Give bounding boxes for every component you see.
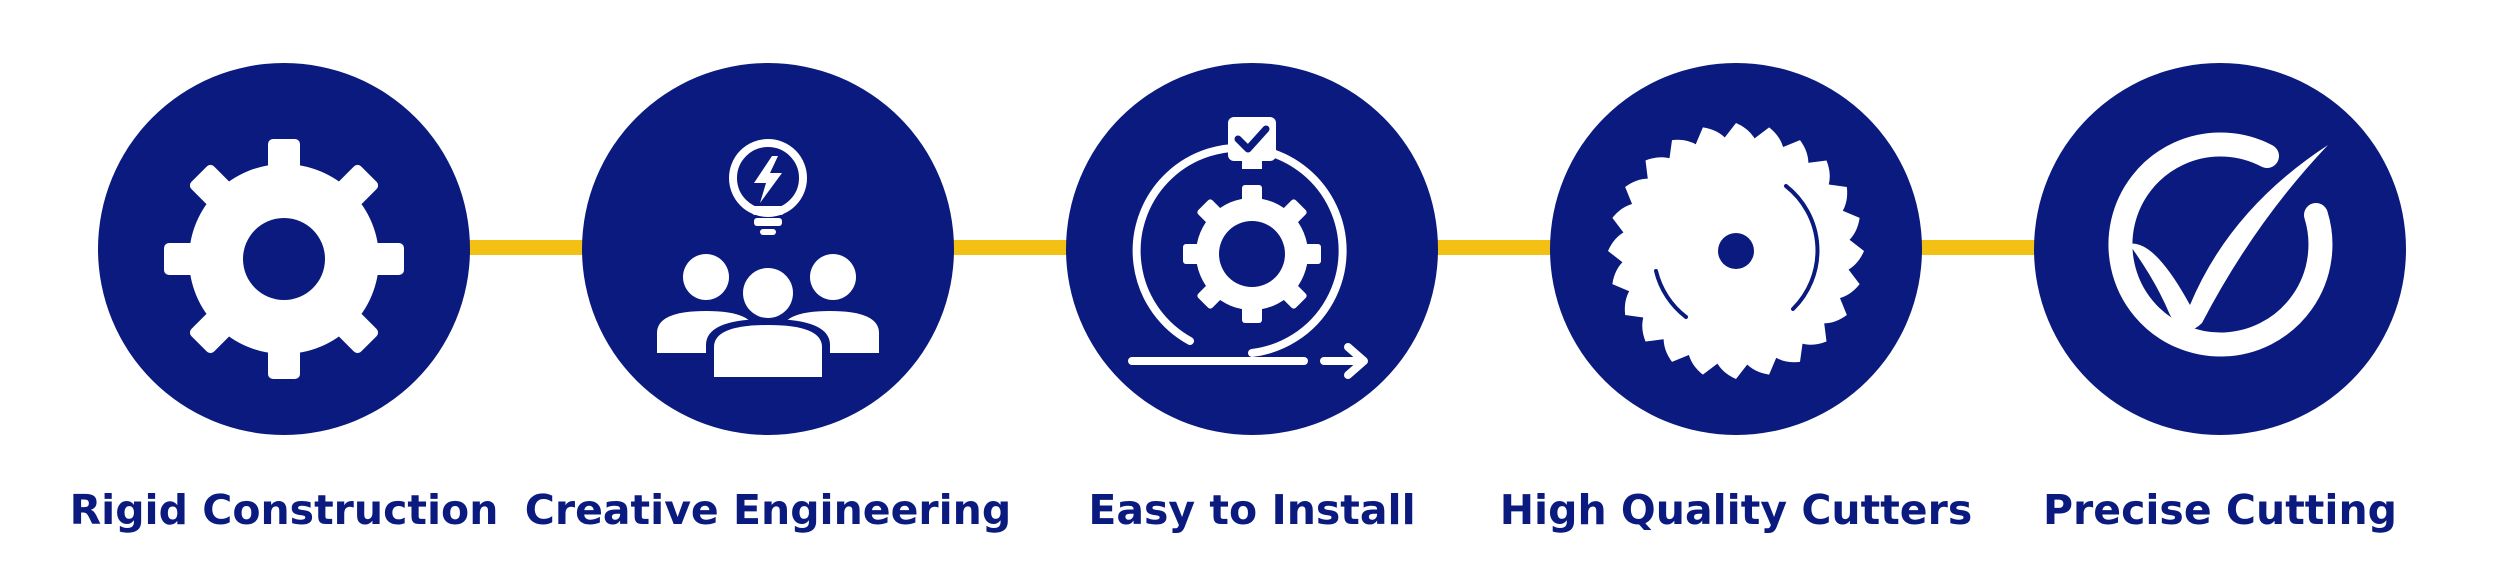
feature-label: Precise Cutting xyxy=(2043,486,2397,534)
feature-badge xyxy=(582,63,954,435)
saw-blade-icon xyxy=(1608,123,1864,379)
feature-label: Creative Engineering xyxy=(524,486,1012,534)
feature-label: Easy to Install xyxy=(1088,486,1416,534)
gear-icon xyxy=(164,139,404,379)
feature-badge xyxy=(1066,63,1438,435)
feature-badge xyxy=(1550,63,1922,435)
checkmark-icon xyxy=(2108,132,2333,357)
connector-line-4 xyxy=(1920,240,2036,255)
connector-line-2 xyxy=(952,240,1068,255)
connector-line-1 xyxy=(468,240,584,255)
connector-line-3 xyxy=(1436,240,1552,255)
feature-badge xyxy=(98,63,470,435)
feature-badge xyxy=(2034,63,2406,435)
team-idea-icon xyxy=(657,139,879,377)
install-process-icon xyxy=(1128,117,1368,379)
feature-label: Rigid Construction xyxy=(69,486,499,534)
feature-label: High Quality Cutters xyxy=(1499,486,1973,534)
